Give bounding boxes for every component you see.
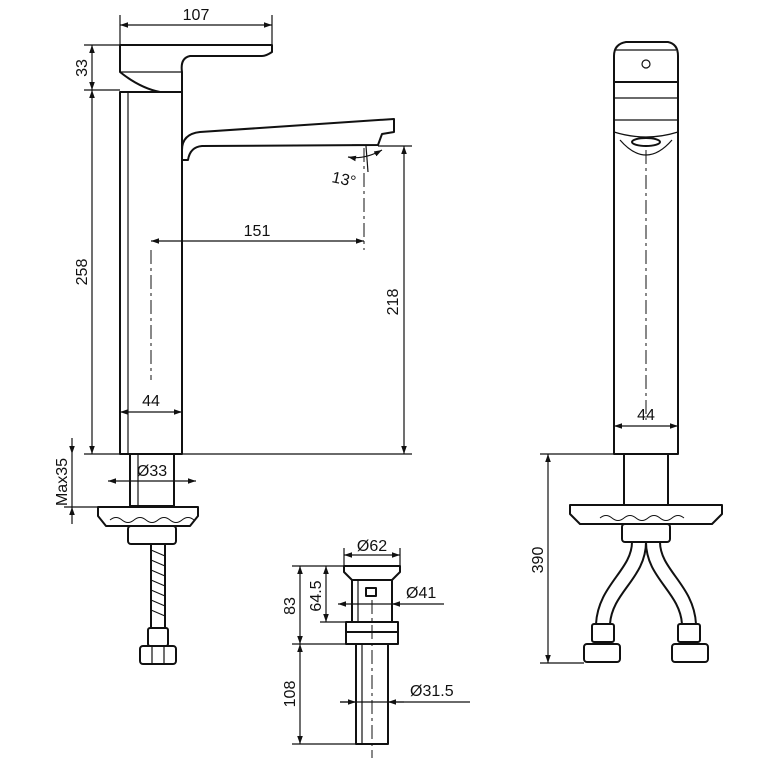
dim-total-height: 390 (530, 547, 547, 574)
side-aerator (631, 137, 661, 147)
side-hose-right (645, 541, 697, 625)
side-nut (621, 523, 671, 543)
dim-spout-reach: 151 (244, 223, 271, 240)
side-deck-plate (569, 504, 723, 525)
front-dimensions: 107 33 258 151 13° 218 44 Max35 Ø33 (54, 7, 412, 524)
dim-waste-body-height: 64.5 (308, 580, 325, 611)
side-connector-right (671, 643, 709, 663)
dim-deck-thickness: Max35 (54, 458, 71, 506)
side-view (569, 41, 723, 663)
front-handle (119, 44, 273, 93)
front-connector (139, 645, 177, 665)
dim-spout-height: 218 (385, 289, 402, 316)
side-handle (613, 41, 679, 83)
dim-handle-height: 33 (74, 59, 91, 77)
side-hose-left (595, 541, 647, 625)
dim-waste-body-diameter: Ø41 (406, 585, 436, 602)
front-nut (127, 525, 177, 545)
dim-waste-tail-diameter: Ø31.5 (410, 683, 454, 700)
front-body (119, 91, 183, 455)
front-shank (129, 453, 175, 507)
dim-waste-tail-length: 108 (282, 681, 299, 708)
dim-handle-width: 107 (183, 7, 210, 24)
side-handle-indicator (641, 59, 651, 69)
dim-waste-height: 83 (282, 597, 299, 615)
dim-shank-diameter: Ø33 (137, 463, 167, 480)
side-shank (623, 453, 669, 507)
waste-cap (343, 565, 401, 581)
waste-view (343, 565, 401, 758)
front-spout (181, 118, 395, 161)
dim-body-width-side: 44 (637, 407, 655, 424)
side-dimensions: 44 390 (530, 407, 678, 664)
dim-body-width-front: 44 (142, 393, 160, 410)
dim-waste-top-diameter: Ø62 (357, 538, 387, 555)
dim-spout-angle: 13° (330, 169, 357, 191)
side-connector-left (583, 643, 621, 663)
dim-body-height: 258 (74, 259, 91, 286)
waste-dimensions: Ø62 83 64.5 108 Ø41 Ø31.5 (282, 538, 470, 745)
front-deck-plate (97, 506, 199, 527)
